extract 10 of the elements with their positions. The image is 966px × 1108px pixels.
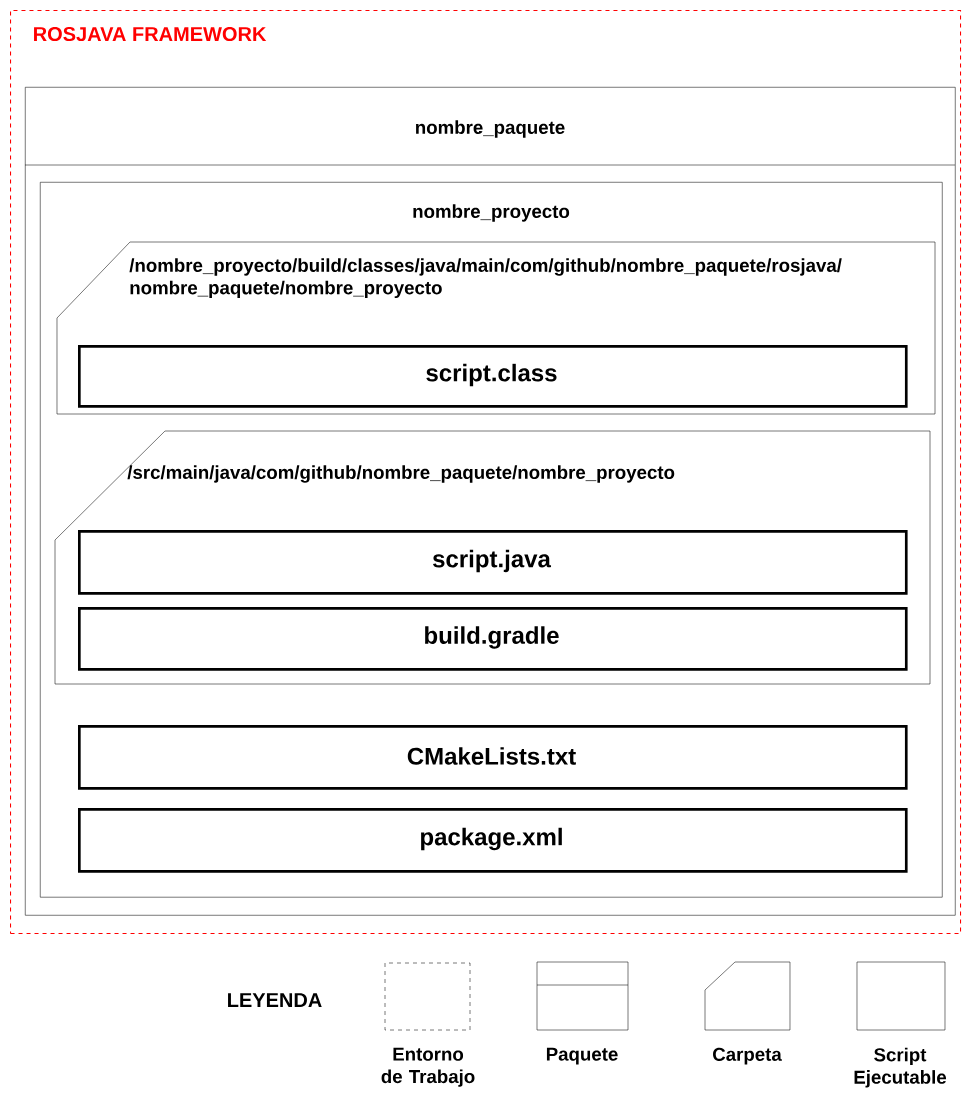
- script-box: CMakeLists.txt: [78, 725, 908, 790]
- script-box: build.gradle: [78, 607, 908, 671]
- legend-label: Carpeta: [713, 1047, 782, 1065]
- legend-label: Script Ejecutable: [854, 1047, 947, 1088]
- legend-title: LEYENDA: [228, 993, 322, 1007]
- script-box: package.xml: [78, 808, 908, 873]
- script-box: script.class: [78, 345, 908, 408]
- legend-label: Paquete: [546, 1047, 618, 1065]
- script-box: script.java: [78, 530, 908, 595]
- legend-label: Entorno de Trabajo: [381, 1047, 475, 1087]
